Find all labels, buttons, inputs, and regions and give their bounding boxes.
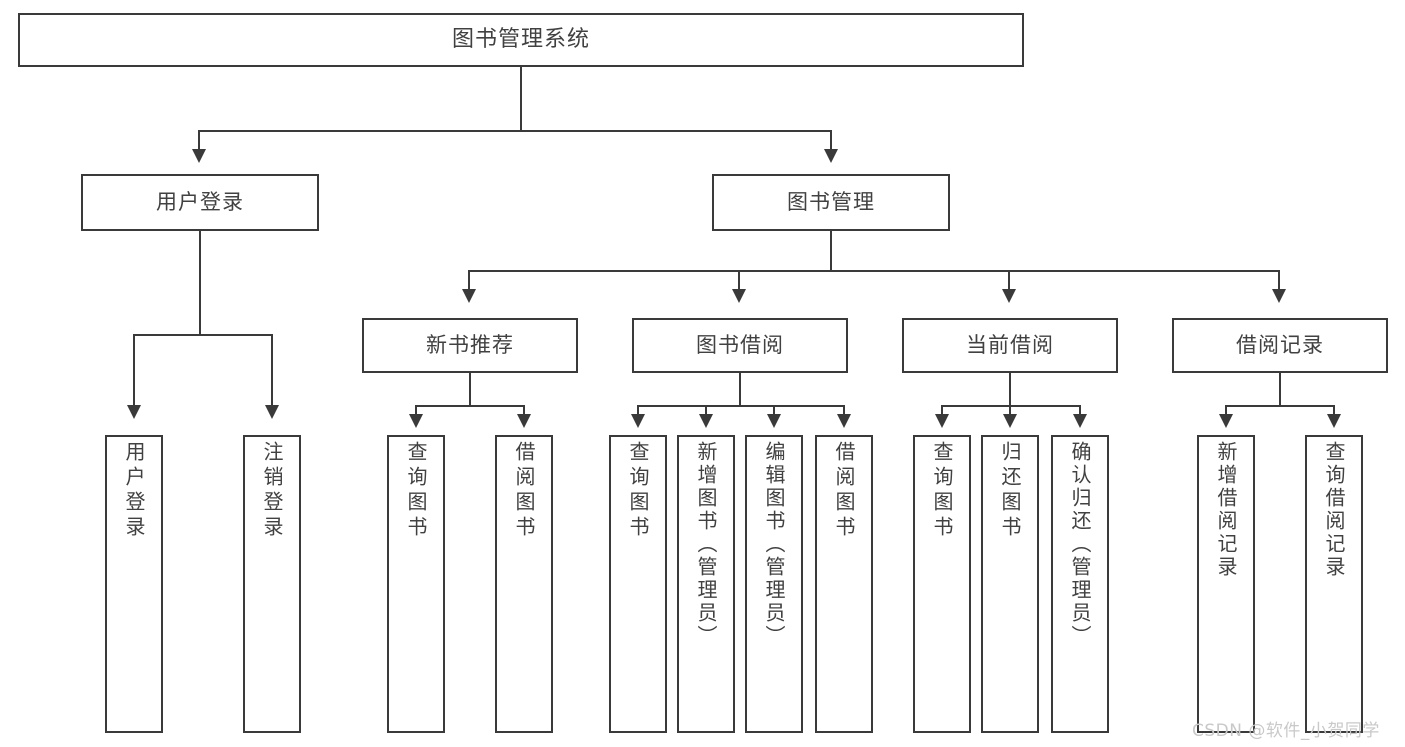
node-root-system[interactable]: 图书管理系统 xyxy=(18,13,1024,67)
connector-cb-drop-3 xyxy=(1079,405,1081,415)
arrow-to-nb-borrow xyxy=(517,414,531,428)
node-label: 借阅记录 xyxy=(1236,332,1324,357)
connector-user-login-drop-1 xyxy=(133,334,135,406)
node-current-borrow[interactable]: 当前借阅 xyxy=(902,318,1118,373)
connector-user-login-stem xyxy=(199,231,201,335)
leaf-record-add[interactable]: 新增借阅记录 xyxy=(1197,435,1255,733)
connector-cb-drop-2 xyxy=(1009,405,1011,415)
connector-borrow-record-stem xyxy=(1279,373,1281,406)
arrow-to-bb-edit xyxy=(767,414,781,428)
connector-new-book-stem xyxy=(469,373,471,406)
connector-user-login-drop-2 xyxy=(271,334,273,406)
arrow-to-nb-query xyxy=(409,414,423,428)
arrow-to-borrow-record xyxy=(1272,289,1286,303)
leaf-record-query[interactable]: 查询借阅记录 xyxy=(1305,435,1363,733)
connector-borrow-record-bus xyxy=(1225,405,1335,407)
connector-root-bus xyxy=(198,130,832,132)
leaf-borrow-query[interactable]: 查询图书 xyxy=(609,435,667,733)
leaf-current-query[interactable]: 查询图书 xyxy=(913,435,971,733)
connector-bb-drop-1 xyxy=(637,405,639,415)
node-label: 新书推荐 xyxy=(426,332,514,357)
arrow-to-br-query xyxy=(1327,414,1341,428)
connector-current-borrow-stem xyxy=(1009,373,1011,406)
arrow-to-leaf-logout xyxy=(265,405,279,419)
node-label: 图书借阅 xyxy=(696,332,784,357)
node-label: 用户登录 xyxy=(156,189,244,214)
connector-nb-drop-2 xyxy=(523,405,525,415)
connector-new-book-bus xyxy=(415,405,525,407)
leaf-label: 注销登录 xyxy=(260,441,284,541)
arrow-to-new-book xyxy=(462,289,476,303)
connector-root-drop-right xyxy=(830,130,832,150)
connector-bb-drop-4 xyxy=(843,405,845,415)
leaf-current-return[interactable]: 归还图书 xyxy=(981,435,1039,733)
node-book-manage[interactable]: 图书管理 xyxy=(712,174,950,231)
connector-bm-drop-1 xyxy=(468,270,470,290)
node-new-book[interactable]: 新书推荐 xyxy=(362,318,578,373)
node-label: 图书管理 xyxy=(787,189,875,214)
connector-current-borrow-bus xyxy=(941,405,1081,407)
connector-borrow-book-bus xyxy=(637,405,845,407)
node-label: 图书管理系统 xyxy=(451,26,590,52)
leaf-new-book-borrow[interactable]: 借阅图书 xyxy=(495,435,553,733)
arrow-to-cb-query xyxy=(935,414,949,428)
connector-root-drop-left xyxy=(198,130,200,150)
connector-borrow-book-stem xyxy=(739,373,741,406)
arrow-to-bb-borrow xyxy=(837,414,851,428)
leaf-label: 借阅图书 xyxy=(832,441,856,541)
arrow-to-user-login xyxy=(192,149,206,163)
connector-br-drop-2 xyxy=(1333,405,1335,415)
connector-root-stem xyxy=(520,67,522,131)
arrow-to-cb-confirm xyxy=(1073,414,1087,428)
leaf-borrow-edit[interactable]: 编辑图书（管理员） xyxy=(745,435,803,733)
leaf-borrow-borrow[interactable]: 借阅图书 xyxy=(815,435,873,733)
arrow-to-bb-add xyxy=(699,414,713,428)
leaf-label: 用户登录 xyxy=(122,441,146,541)
leaf-label: 查询借阅记录 xyxy=(1322,441,1346,579)
connector-nb-drop-1 xyxy=(415,405,417,415)
connector-bb-drop-3 xyxy=(773,405,775,415)
leaf-label: 新增图书（管理员） xyxy=(694,441,718,648)
arrow-to-borrow-book xyxy=(732,289,746,303)
node-user-login[interactable]: 用户登录 xyxy=(81,174,319,231)
node-borrow-book[interactable]: 图书借阅 xyxy=(632,318,848,373)
connector-bm-drop-4 xyxy=(1278,270,1280,290)
arrow-to-bb-query xyxy=(631,414,645,428)
leaf-new-book-query[interactable]: 查询图书 xyxy=(387,435,445,733)
leaf-label: 确认归还（管理员） xyxy=(1068,441,1092,648)
leaf-label: 查询图书 xyxy=(404,441,428,541)
leaf-label: 新增借阅记录 xyxy=(1214,441,1238,579)
connector-br-drop-1 xyxy=(1225,405,1227,415)
leaf-label: 查询图书 xyxy=(930,441,954,541)
connector-cb-drop-1 xyxy=(941,405,943,415)
leaf-label: 借阅图书 xyxy=(512,441,536,541)
leaf-label: 编辑图书（管理员） xyxy=(762,441,786,648)
arrow-to-current-borrow xyxy=(1002,289,1016,303)
arrow-to-leaf-user-login xyxy=(127,405,141,419)
arrow-to-br-add xyxy=(1219,414,1233,428)
connector-bm-drop-2 xyxy=(738,270,740,290)
leaf-label: 查询图书 xyxy=(626,441,650,541)
arrow-to-book-manage xyxy=(824,149,838,163)
connector-book-manage-stem xyxy=(830,231,832,271)
leaf-label: 归还图书 xyxy=(998,441,1022,541)
connector-book-manage-bus xyxy=(468,270,1280,272)
arrow-to-cb-return xyxy=(1003,414,1017,428)
node-label: 当前借阅 xyxy=(966,332,1054,357)
connector-bb-drop-2 xyxy=(705,405,707,415)
node-borrow-record[interactable]: 借阅记录 xyxy=(1172,318,1388,373)
leaf-current-confirm[interactable]: 确认归还（管理员） xyxy=(1051,435,1109,733)
leaf-borrow-add[interactable]: 新增图书（管理员） xyxy=(677,435,735,733)
connector-bm-drop-3 xyxy=(1008,270,1010,290)
leaf-logout[interactable]: 注销登录 xyxy=(243,435,301,733)
leaf-user-login[interactable]: 用户登录 xyxy=(105,435,163,733)
connector-user-login-bus xyxy=(133,334,272,336)
